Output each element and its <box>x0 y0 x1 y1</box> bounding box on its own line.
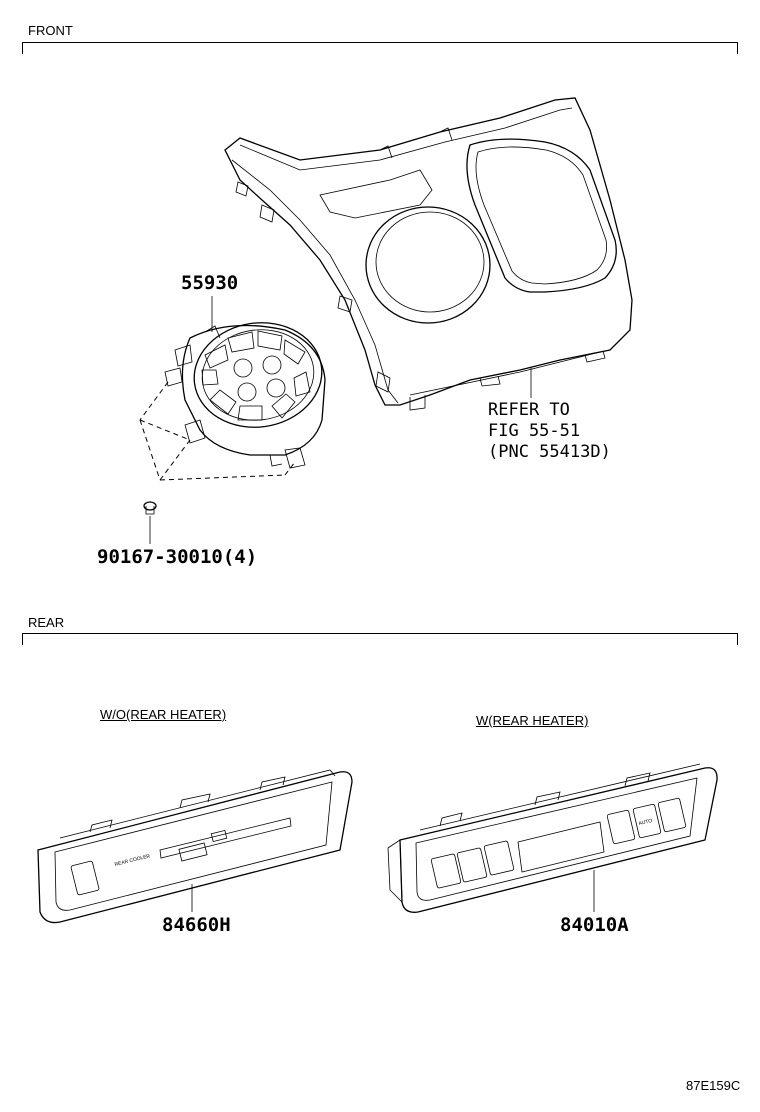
front-section-bracket <box>22 42 738 54</box>
front-section-label: FRONT <box>28 23 73 38</box>
refer-note-line2: FIG 55-51 <box>488 421 581 441</box>
rear-right-part-number: 84010A <box>560 914 629 936</box>
console-bezel-drawing <box>224 97 633 411</box>
refer-note-line3: (PNC 55413D) <box>488 442 611 462</box>
screw-drawing <box>143 501 157 515</box>
screw-part-number: 90167-30010(4) <box>97 546 258 568</box>
switch-part-number: 55930 <box>181 272 239 294</box>
rear-right-panel-text: AUTO <box>638 818 653 827</box>
rear-section-label: REAR <box>28 615 65 630</box>
rear-right-variant-label: W(REAR HEATER) <box>476 713 589 728</box>
refer-note-line1: REFER TO <box>488 400 570 420</box>
mounting-dash-lines <box>139 381 296 481</box>
rear-left-variant-label: W/O(REAR HEATER) <box>100 707 227 722</box>
refer-note: REFER TO FIG 55-51 (PNC 55413D) <box>488 400 611 463</box>
rear-left-part-number: 84660H <box>162 914 231 936</box>
rear-left-panel-text: REAR COOLER <box>114 853 151 868</box>
rear-section-bracket <box>22 633 738 645</box>
figure-code: 87E159C <box>686 1078 741 1093</box>
switch-assembly-drawing <box>164 322 326 469</box>
rear-panel-right-drawing: AUTO <box>387 763 718 913</box>
rear-panel-left-drawing: REAR COOLER <box>37 769 353 924</box>
